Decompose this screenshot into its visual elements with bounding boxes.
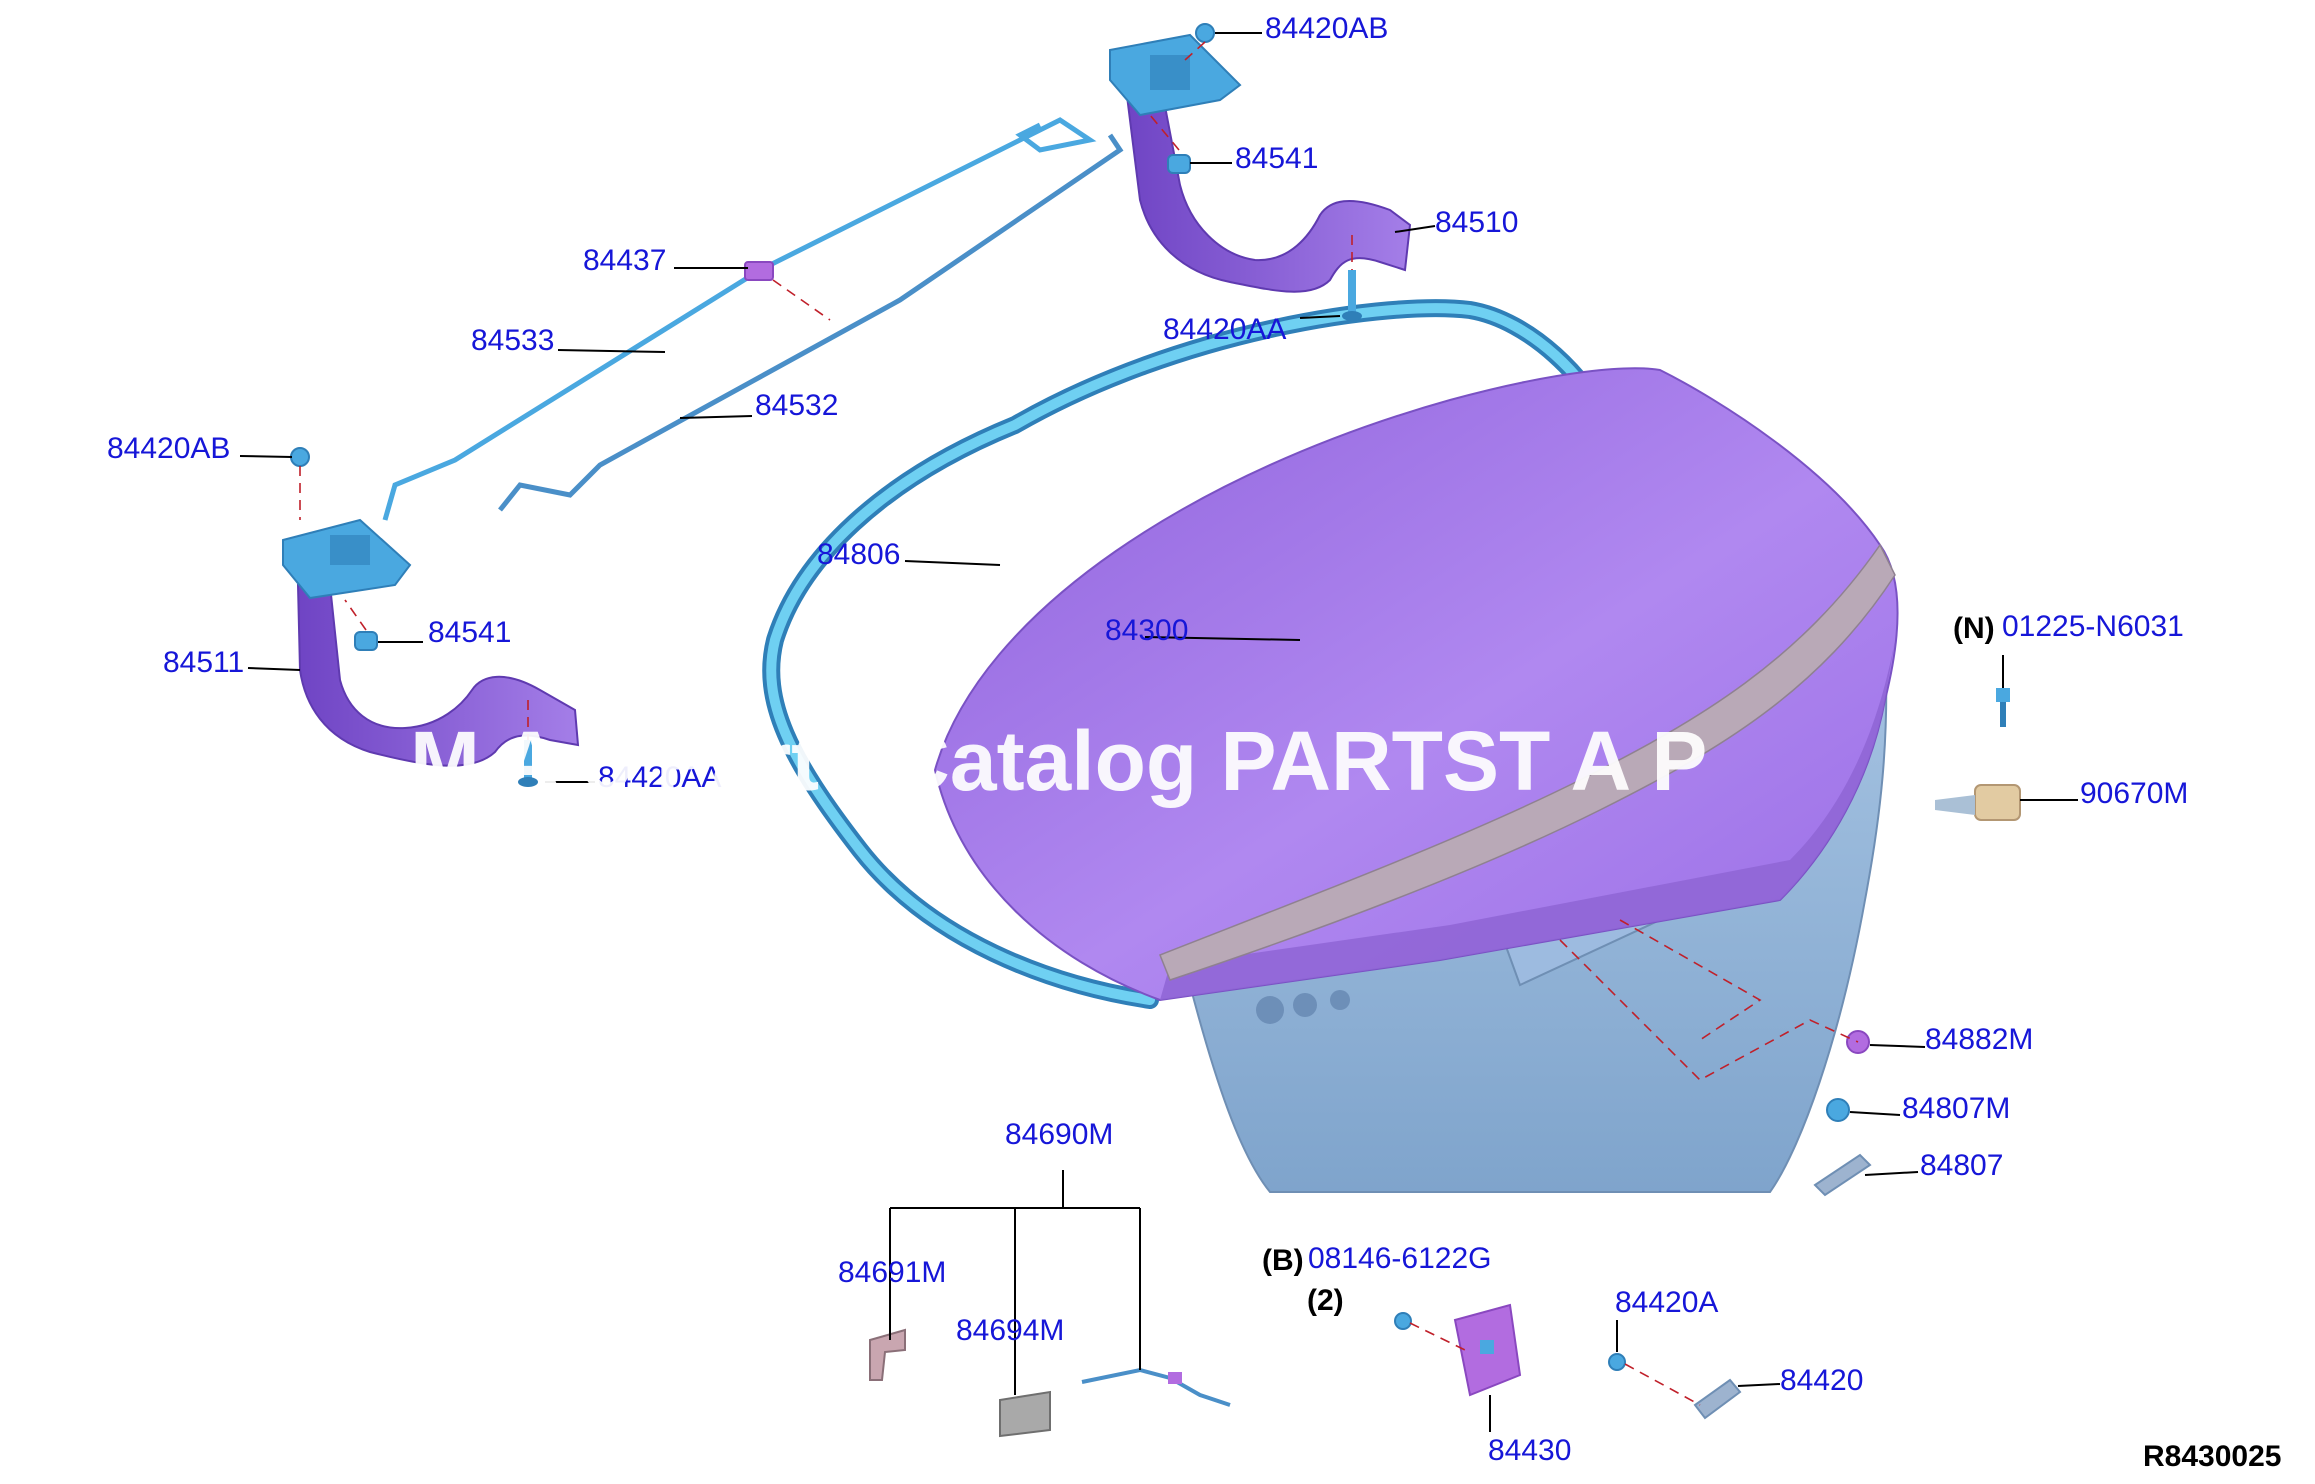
label-84882M: 84882M [1925, 1023, 2033, 1056]
bolt-08146-6122G [1394, 1312, 1412, 1330]
hinge-84510 [1123, 79, 1412, 293]
label-84300: 84300 [1105, 614, 1188, 647]
bolt-84420A [1608, 1353, 1626, 1371]
clip-84437 [744, 261, 774, 281]
bumper-84541-left [354, 631, 378, 651]
lock-84430 [1453, 1303, 1522, 1397]
label-prefix-N: (N) [1953, 612, 1995, 645]
label-84690M: 84690M [1005, 1118, 1113, 1151]
label-84807: 84807 [1920, 1149, 2003, 1182]
bolt-84420AB-left [290, 447, 310, 467]
label-84510: 84510 [1435, 206, 1518, 239]
label-prefix-B: (B) [1262, 1244, 1304, 1277]
label-84541-right: 84541 [1235, 142, 1318, 175]
bracket-84691M [869, 1328, 906, 1381]
label-84420AA-left: 84420AA [598, 761, 721, 794]
label-84807M: 84807M [1902, 1092, 2010, 1125]
clip-84807M [1826, 1098, 1850, 1122]
watermark: M A o Parts Catalog PARTST A P [410, 714, 1707, 808]
label-84691M: 84691M [838, 1256, 946, 1289]
torsion-bar-84533 [382, 117, 1097, 521]
label-84806: 84806 [817, 538, 900, 571]
label-84420: 84420 [1780, 1364, 1863, 1397]
label-84420AB-top: 84420AB [1265, 12, 1388, 45]
bolt-84420AA-left [518, 740, 538, 787]
label-01225-N6031: 01225-N6031 [2002, 610, 2184, 643]
label-84420AB-left: 84420AB [107, 432, 230, 465]
pad-84694M [999, 1390, 1051, 1438]
weatherstrip-highlight [766, 303, 1615, 1005]
label-84437: 84437 [583, 244, 666, 277]
lamp-90670M [1935, 784, 2021, 821]
trunk-lid-84300 [933, 367, 1899, 1002]
assembly-lines [299, 41, 2004, 1406]
label-84694M: 84694M [956, 1314, 1064, 1347]
handle-84807 [1813, 1153, 1872, 1197]
reference-code: R8430025 [2143, 1440, 2281, 1473]
label-08146-6122G: 08146-6122G [1308, 1242, 1492, 1275]
leader-lines [239, 32, 2078, 1432]
bolt-84420AA-top [1342, 270, 1362, 321]
harness-84690M [1081, 1367, 1231, 1407]
label-90670M: 90670M [2080, 777, 2188, 810]
label-84532: 84532 [755, 389, 838, 422]
label-84420AA-top: 84420AA [1163, 313, 1286, 346]
torsion-bar-84532 [498, 133, 1124, 512]
label-84533: 84533 [471, 324, 554, 357]
hinge-bracket-right [1109, 33, 1242, 117]
striker-84420 [1693, 1378, 1742, 1420]
label-84420A: 84420A [1615, 1286, 1718, 1319]
bolt-84420AB-top [1195, 23, 1215, 43]
label-qty-2: (2) [1307, 1284, 1344, 1317]
label-84541-left: 84541 [428, 616, 511, 649]
hinge-84511 [296, 584, 580, 767]
bumper-84541-right [1167, 154, 1191, 174]
garnish-strip [1159, 543, 1896, 981]
hinge-bracket-left [282, 518, 412, 600]
label-84511: 84511 [163, 646, 244, 679]
screw-01225-N6031 [1996, 688, 2010, 727]
part-labels: 84420AB 84541 84510 84437 84420AA 84533 … [107, 12, 2281, 1473]
label-84430: 84430 [1488, 1434, 1571, 1467]
